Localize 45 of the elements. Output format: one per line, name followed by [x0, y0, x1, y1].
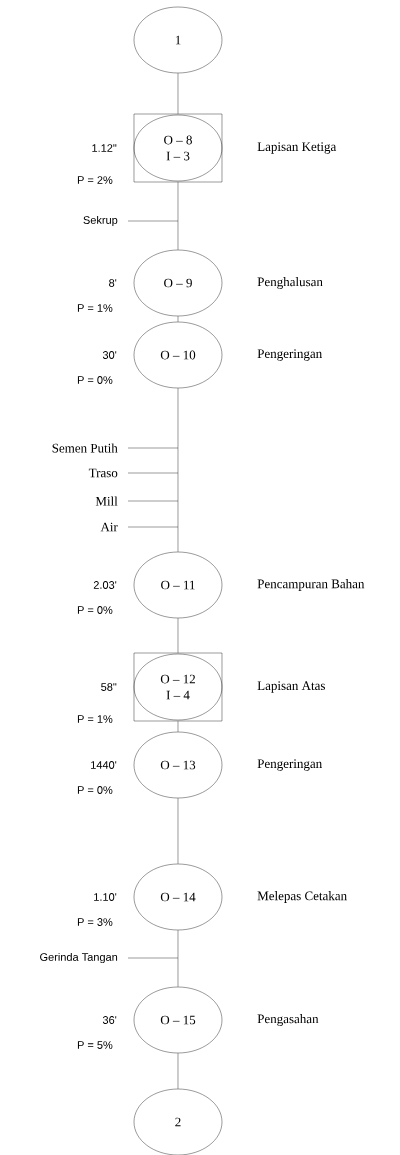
time-label: 1440' — [91, 761, 117, 769]
connector-line — [177, 73, 179, 114]
material-label: Gerinda Tangan — [40, 952, 118, 964]
percent-label: P = 5% — [77, 1041, 113, 1049]
connector-line — [127, 500, 179, 502]
connector-line — [177, 798, 179, 864]
material-label: Traso — [88, 468, 118, 478]
connector-line — [127, 220, 179, 222]
percent-label: P = 2% — [77, 176, 113, 184]
time-label: 8' — [109, 279, 117, 287]
operation-name: Pengeringan — [257, 759, 322, 771]
connector-line — [127, 472, 179, 474]
percent-label: P = 1% — [77, 715, 113, 723]
percent-label: P = 0% — [77, 786, 113, 794]
operation-name: Lapisan Ketiga — [257, 142, 337, 154]
time-label: 36' — [102, 1016, 117, 1024]
material-label: Mill — [95, 496, 118, 506]
connector-line — [127, 447, 179, 449]
material-label: Air — [100, 522, 118, 532]
operation-name: Penghalusan — [257, 277, 323, 289]
percent-label: P = 0% — [77, 606, 113, 614]
percent-label: P = 0% — [77, 376, 113, 384]
connector-line — [127, 526, 179, 528]
time-label: 58" — [101, 683, 117, 691]
connector-line — [177, 618, 179, 653]
connector-line — [177, 388, 179, 552]
operation-name: Lapisan Atas — [257, 681, 325, 693]
percent-label: P = 1% — [77, 304, 113, 312]
time-label: 2.03' — [93, 581, 117, 589]
percent-label: P = 3% — [77, 918, 113, 926]
connector-line — [177, 930, 179, 987]
connector-line — [177, 316, 179, 322]
operation-name: Melepas Cetakan — [257, 891, 347, 903]
connector-line — [177, 182, 179, 250]
time-label: 30' — [102, 351, 117, 359]
connector-line — [177, 1053, 179, 1089]
time-label: 1.12" — [92, 144, 117, 152]
time-label: 1.10' — [94, 893, 117, 901]
connector-line — [127, 957, 179, 959]
operation-name: Pencampuran Bahan — [257, 579, 365, 591]
material-label: Semen Putih — [52, 443, 118, 453]
material-label: Sekrup — [83, 215, 118, 227]
operation-name: Pengasahan — [257, 1014, 319, 1026]
operation-name: Pengeringan — [257, 349, 322, 361]
connector-line — [177, 721, 179, 732]
